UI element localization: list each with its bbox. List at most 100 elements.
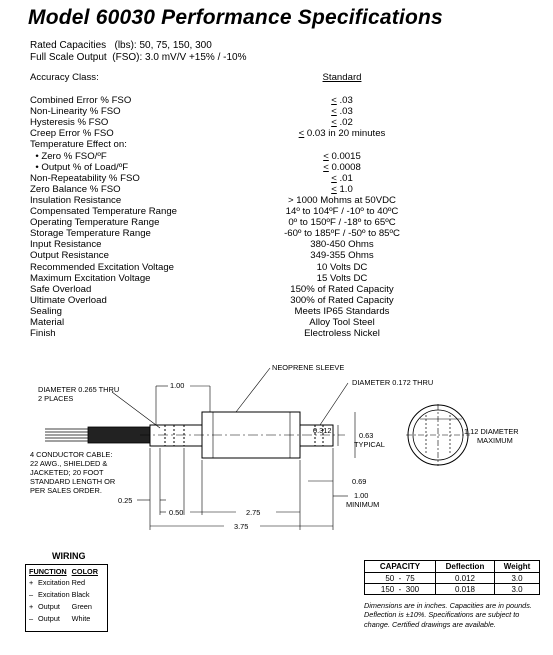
wiring-sign: + [29,578,34,587]
capacity-cell: 3.0 [494,583,540,595]
label-dia-172: DIAMETER 0.172 THRU [352,378,433,387]
label-dim-100-top: 1.00 [170,381,184,390]
spec-value-text: 0.0015 [328,150,361,162]
spec-label: Temperature Effect on: [30,139,127,151]
wiring-color: Black [71,590,90,599]
spec-value: < .03 [331,95,353,107]
label-cable-5: PER SALES ORDER. [30,486,102,495]
spec-value-text: 0º to 150ºF / -18º to 65ºC [288,217,396,229]
spec-label: Operating Temperature Range [30,217,160,229]
accuracy-label: Accuracy Class: [30,72,99,83]
spec-label: Non-Linearity % FSO [30,106,121,118]
spec-value: 10 Volts DC [317,262,368,274]
spec-value: -60º to 185ºF / -50º to 85ºC [284,228,400,240]
spec-value: 349-355 Ohms [310,250,373,262]
spec-row: Recommended Excitation Voltage 10 Volts D… [30,262,550,274]
spec-value-text: > 1000 Mohms at 50VDC [288,194,396,206]
wiring-sign: + [29,602,34,611]
capacity-cell: 150 - 300 [364,583,436,595]
spec-value: > 1000 Mohms at 50VDC [288,195,396,207]
label-dim-275: 2.75 [246,508,260,517]
spec-row: Temperature Effect on: [30,139,550,151]
spec-row: Input Resistance 380-450 Ohms [30,239,550,251]
spec-value: < 1.0 [331,184,353,196]
spec-label: Material [30,317,65,328]
spec-row: Maximum Excitation Voltage 15 Volts DC [30,273,550,285]
drawing-labels: NEOPRENE SLEEVE DIAMETER 0.265 THRU 2 PL… [30,363,519,531]
spec-value-prefix: < [298,128,305,140]
spec-row: Insulation Resistance> 1000 Mohms at 50V… [30,195,550,207]
spec-label: Output Resistance [30,250,109,262]
wiring-function: –Excitation [29,589,72,601]
spec-value-text: 0.03 in 20 minutes [304,128,386,140]
spec-value-prefix: < [331,95,337,106]
spec-value-text: 15 Volts DC [316,272,368,284]
spec-label: Combined Error % FSO [30,95,132,106]
wiring-color: Red [71,578,86,587]
spec-value: 14º to 104ºF / -10º to 40ºC [286,206,399,218]
rated-capacities-value: 50, 75, 150, 300 [139,40,212,51]
spec-value-text: 150% of Rated Capacity [290,283,394,295]
spec-value: Meets IP65 Standards [295,306,390,318]
wiring-function-name: Excitation [38,578,70,587]
spec-label: Input Resistance [30,239,102,251]
wiring-color: White [71,614,91,623]
label-cable-2: 22 AWG., SHIELDED & [30,459,107,468]
wiring-sign: – [29,590,34,599]
spec-value-text: Meets IP65 Standards [294,305,390,317]
spec-value-text: 349-355 Ohms [310,250,374,262]
spec-row: Combined Error % FSO < .03 [30,95,550,107]
wiring-function: –Output [29,613,72,625]
spec-value: < 0.03 in 20 minutes [299,128,386,140]
cable-drawing [45,426,151,444]
spec-value: < .03 [331,106,353,118]
label-cable-1: 4 CONDUCTOR CABLE: [30,450,112,459]
label-dim-063: 0.63 [359,431,373,440]
spec-label: Safe Overload [30,283,92,295]
wiring-function: + Output [29,601,72,613]
fso-line: Full Scale Output (FSO): 3.0 mV/V +15% /… [30,52,247,63]
spec-label: Maximum Excitation Voltage [30,272,151,284]
spec-row: Sealing Meets IP65 Standards [30,306,550,318]
label-dim-050: 0.50 [169,508,183,517]
dimension-lines [111,367,462,530]
spec-value-text: .03 [336,95,353,106]
footnote: Dimensions are in inches. Capacities are… [364,601,532,629]
label-dim-100-min: 1.00 [354,491,368,500]
cap-header-deflection: Deflection [435,560,495,573]
spec-label: Sealing [30,305,63,317]
capacity-cell: 0.018 [435,583,495,595]
label-2-places: 2 PLACES [38,394,73,403]
spec-label: Recommended Excitation Voltage [30,261,174,273]
wiring-sign: – [29,614,34,623]
spec-row: Creep Error % FSO < 0.03 in 20 minutes [30,128,550,140]
wiring-color: Green [71,602,92,611]
spec-label: • Output % of Load/ºF [30,161,129,173]
spec-value: Electroless Nickel [304,328,380,340]
accuracy-value: Standard [322,72,362,83]
label-dia-265: DIAMETER 0.265 THRU [38,385,119,394]
spec-row: Safe Overload 150% of Rated Capacity [30,284,550,296]
spec-label: Creep Error % FSO [30,128,114,140]
spec-value-text: 1.0 [336,183,353,195]
accuracy-row: Accuracy Class: Standard [30,72,550,84]
spec-label: • Zero % FSO/ºF [30,150,107,162]
spec-value-text: -60º to 185ºF / -50º to 85ºC [284,228,400,240]
spec-value-text: 380-450 Ohms [310,239,374,251]
spec-value-prefix: < [323,150,329,162]
spec-value: 15 Volts DC [317,273,368,285]
spec-row: Hysteresis % FSO< .02 [30,117,550,129]
spec-value-text: .03 [336,106,353,118]
label-minimum: MINIMUM [346,500,379,509]
spec-value-text: 14º to 104ºF / -10º to 40ºC [285,206,399,217]
spec-value-prefix: < [323,161,329,173]
spec-row: Non-Linearity % FSO < .03 [30,106,550,118]
spec-value: 150% of Rated Capacity [290,284,393,296]
capacity-cell: 3.0 [494,572,540,584]
spec-value-text: 0.0008 [328,161,361,173]
wiring-function-name: Output [38,602,60,611]
spec-value: Alloy Tool Steel [309,317,374,329]
